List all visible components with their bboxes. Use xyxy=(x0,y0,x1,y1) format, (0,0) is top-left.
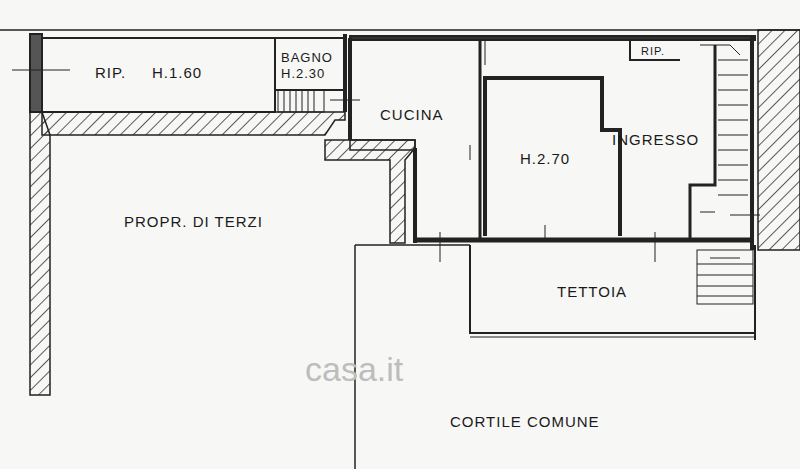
room-label: RIP. xyxy=(95,65,126,80)
area-label: TETTOIA xyxy=(557,284,627,299)
room-label: BAGNO xyxy=(281,51,333,64)
watermark: casa.it xyxy=(305,352,403,386)
area-label: CORTILE COMUNE xyxy=(450,414,600,429)
room-label: INGRESSO xyxy=(612,132,699,147)
height-label: H.1.60 xyxy=(152,65,202,80)
height-label: H.2.30 xyxy=(281,67,325,80)
room-label: CUCINA xyxy=(380,107,444,122)
room-label: RIP. xyxy=(641,46,665,57)
height-label: H.2.70 xyxy=(520,151,570,166)
area-label: PROPR. DI TERZI xyxy=(124,214,263,229)
